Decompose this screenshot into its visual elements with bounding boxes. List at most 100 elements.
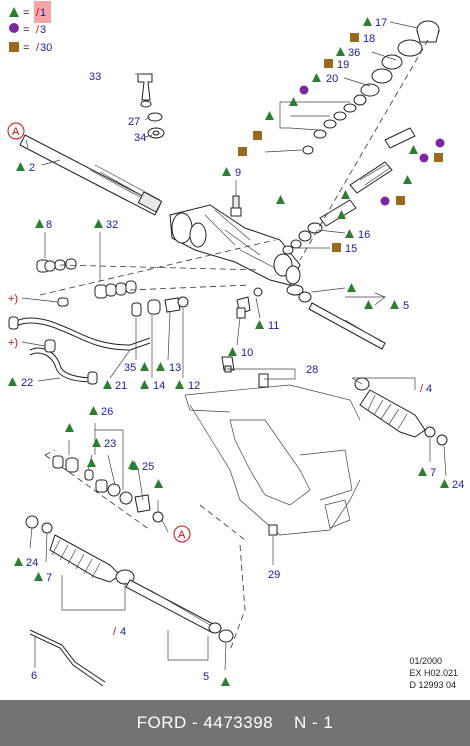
- callout-7-right: 7: [430, 467, 436, 479]
- callout-28: 28: [306, 364, 318, 376]
- callout-23: 23: [104, 438, 116, 450]
- callout-27: 27: [128, 116, 140, 128]
- callout-24-right: 24: [452, 479, 464, 491]
- triangle-icon: [65, 423, 74, 432]
- triangle-icon: [409, 145, 418, 154]
- callout-24-left: 24: [26, 557, 38, 569]
- triangle-icon: [92, 438, 101, 447]
- square-icon: [332, 243, 341, 252]
- triangle-icon: [276, 195, 285, 204]
- circle-icon: [380, 196, 390, 206]
- footer-note: N - 1: [294, 713, 334, 732]
- triangle-icon: [103, 380, 112, 389]
- legend-triangle-icon: [9, 7, 19, 17]
- legend-square-icon: [9, 42, 19, 52]
- callout-15: 15: [345, 243, 357, 255]
- drawing-number: D 12993 04: [409, 680, 456, 690]
- triangle-icon: [265, 111, 274, 120]
- callout-12: 12: [188, 380, 200, 392]
- triangle-icon: [140, 380, 149, 389]
- square-icon: [434, 153, 443, 162]
- legend-3-slash: /: [36, 42, 40, 54]
- triangle-icon: [418, 467, 427, 476]
- tie-rod-lower: [125, 579, 234, 643]
- callout-11: 11: [268, 320, 279, 332]
- legend-3-mark: 30: [40, 42, 52, 54]
- parts-10-11: [236, 287, 263, 319]
- steering-rack-exploded-diagram: = / 1 = / 3 = / 30: [7, 1, 464, 687]
- callout-13: 13: [169, 362, 181, 374]
- footer-separator: -: [186, 713, 204, 732]
- triangle-icon: [16, 162, 25, 171]
- triangle-icon: [364, 300, 373, 309]
- square-icon: [253, 131, 262, 140]
- rack-housing: [169, 204, 301, 286]
- assembly-line-2: [129, 284, 251, 291]
- legend-1-eq: =: [23, 7, 29, 19]
- square-icon: [238, 147, 247, 156]
- square-icon: [396, 196, 405, 205]
- part-28: [221, 356, 269, 388]
- callout-34: 34: [134, 132, 146, 144]
- legend: = / 1 = / 3 = / 30: [9, 1, 52, 54]
- callout-14: 14: [153, 380, 165, 392]
- square-icon: [350, 33, 359, 42]
- rod-6: [29, 629, 106, 687]
- drawing-code: EX H02.021: [409, 668, 458, 678]
- sensor-33: [137, 73, 153, 108]
- bushings-32: [94, 280, 137, 299]
- legend-2-mark: 3: [40, 24, 46, 36]
- callout-22: 22: [21, 377, 33, 389]
- triangle-icon: [175, 380, 184, 389]
- triangle-icon: [87, 458, 96, 467]
- triangle-icon: [156, 362, 165, 371]
- ref-a-circle-lower: [173, 525, 191, 543]
- hose-lines: [8, 297, 151, 385]
- triangle-icon: [89, 406, 98, 415]
- triangle-icon: [221, 677, 230, 686]
- callout-36: 36: [348, 47, 360, 59]
- callout-20: 20: [326, 73, 338, 85]
- footer-brand: FORD: [136, 713, 187, 732]
- assembly-line-3: [39, 239, 276, 296]
- callout-25: 25: [142, 461, 154, 473]
- triangle-icon: [336, 47, 345, 56]
- bolt-9: [230, 195, 242, 217]
- boot-right: [354, 377, 448, 446]
- callout-6: 6: [31, 670, 37, 682]
- callout-17: 17: [375, 17, 387, 29]
- callout-19: 19: [337, 59, 349, 71]
- part-29: [268, 524, 278, 536]
- triangle-icon: [363, 17, 372, 26]
- triangle-icon: [228, 347, 237, 356]
- callout-35: 35: [124, 362, 136, 374]
- callout-markers: 17 18 36 19 20 33 27 34 A 2 9: [7, 17, 464, 686]
- callout-9: 9: [235, 167, 241, 179]
- triangle-icon: [94, 219, 103, 228]
- triangle-icon: [345, 229, 354, 238]
- callout-a-top: A: [12, 126, 20, 138]
- callout-plus-1: +): [8, 293, 18, 305]
- triangle-icon: [140, 362, 149, 371]
- callout-5-lower: 5: [203, 671, 209, 683]
- legend-1-mark: 1: [40, 7, 46, 19]
- circle-icon: [419, 153, 429, 163]
- callout-4-right: 4: [426, 383, 432, 395]
- callout-32: 32: [106, 219, 118, 231]
- callout-21: 21: [115, 380, 127, 392]
- boot-left: [25, 515, 135, 585]
- callout-5-right: 5: [403, 300, 409, 312]
- callout-8: 8: [46, 219, 52, 231]
- triangle-icon: [341, 190, 350, 199]
- part-number-footer: FORD - 4473398 N - 1: [0, 700, 470, 746]
- triangle-icon: [14, 557, 23, 566]
- callout-29: 29: [268, 569, 280, 581]
- vehicle-body-outline: [184, 384, 361, 536]
- legend-3-eq: =: [23, 42, 29, 54]
- callout-16: 16: [358, 229, 370, 241]
- footer-part-number: 4473398: [203, 713, 274, 732]
- legend-2-slash: /: [36, 24, 40, 36]
- circle-icon: [299, 85, 309, 95]
- drawing-reference: 01/2000 EX H02.021 D 12993 04: [409, 655, 458, 691]
